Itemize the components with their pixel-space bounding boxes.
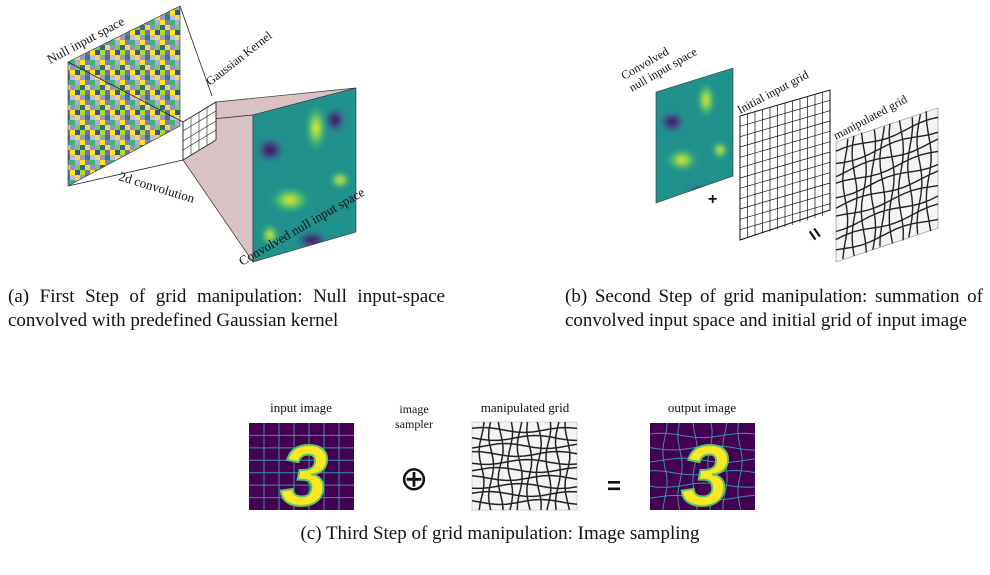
oplus-icon: ⊕: [400, 461, 429, 498]
manipulated-grid-label: manipulated grid: [481, 400, 570, 415]
manipulated-grid-plane: [835, 107, 939, 263]
caption-c: (c) Third Step of grid manipulation: Ima…: [300, 523, 700, 544]
equals-sign: =: [802, 223, 827, 245]
convolved-input-plane: [655, 67, 734, 204]
input-image-label: input image: [270, 400, 332, 415]
convolved-null-input-space-plane: [252, 87, 357, 263]
panel-a: Null input space Gaussian Kernel 2d conv…: [44, 5, 367, 269]
output-image-label: output image: [668, 400, 736, 415]
caption-a: (a) First Step of grid manipulation: Nul…: [8, 286, 445, 331]
initial-input-grid: [739, 89, 831, 241]
equals-sign: =: [607, 473, 621, 500]
panel-b: Convolved null input space Initial input…: [619, 44, 939, 263]
null-input-space-plane: [67, 5, 181, 187]
manipulated-grid-image: [471, 421, 578, 511]
panel-c: 3 3 input image image sampler ⊕ manipula…: [249, 400, 756, 525]
sampler-label-line2: sampler: [395, 417, 433, 431]
projection-line: [67, 159, 184, 187]
plus-sign: +: [708, 191, 717, 208]
gaussian-kernel-grid: [182, 101, 217, 161]
output-image: 3: [649, 422, 756, 525]
projection-line: [179, 5, 213, 97]
output-digit: 3: [681, 428, 729, 524]
gaussian-kernel-label: Gaussian Kernel: [203, 28, 275, 88]
projection-line: [67, 61, 184, 123]
sampler-label-line1: image: [399, 402, 428, 416]
convolution-label: 2d convolution: [117, 169, 197, 206]
input-image: 3: [249, 423, 354, 525]
caption-b: (b) Second Step of grid manipulation: su…: [565, 286, 983, 331]
input-digit: 3: [280, 428, 328, 524]
